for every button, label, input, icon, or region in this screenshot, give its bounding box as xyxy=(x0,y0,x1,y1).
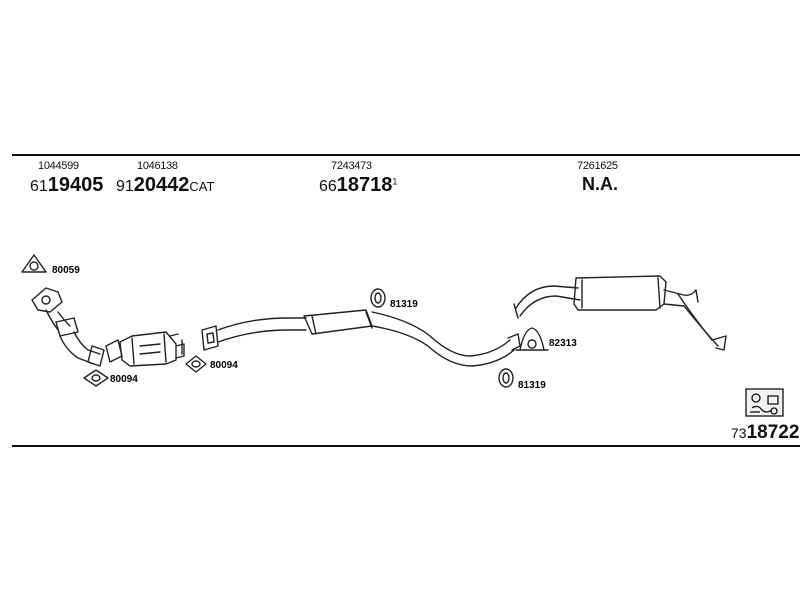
part-code-4-na: N.A. xyxy=(582,174,618,194)
kit-code: 7318722 xyxy=(731,422,799,444)
ref-number-4: 7261625 xyxy=(577,160,618,172)
rear-muffler-icon xyxy=(513,275,727,351)
label-hanger-upper: 81319 xyxy=(390,299,418,310)
label-gasket-left: 80094 xyxy=(110,374,138,385)
kit-code-main: 18722 xyxy=(746,422,800,443)
catalytic-converter-icon xyxy=(105,331,185,367)
label-clamp: 82313 xyxy=(549,338,577,349)
part-code-3-main: 18718 xyxy=(336,174,393,196)
front-pipe-icon xyxy=(31,287,105,367)
part-code-1-main: 19405 xyxy=(47,174,104,196)
label-hanger-lower: 81319 xyxy=(518,380,546,391)
top-rule xyxy=(12,154,800,156)
part-code-1: 6119405 xyxy=(30,174,103,197)
kit-code-prefix: 73 xyxy=(731,425,747,441)
part-code-2-main: 20442 xyxy=(133,174,190,196)
ref-number-1: 1044599 xyxy=(38,160,79,172)
label-gasket-top: 80059 xyxy=(52,265,80,276)
part-code-3-prefix: 66 xyxy=(319,178,337,195)
gasket-triangle-icon xyxy=(21,254,47,273)
part-code-3-sup: 1 xyxy=(392,176,398,187)
part-code-2: 9120442CAT xyxy=(116,174,214,197)
part-code-1-prefix: 61 xyxy=(30,178,48,195)
clamp-icon xyxy=(515,327,549,351)
hanger-upper-icon xyxy=(370,288,386,308)
bottom-rule xyxy=(12,445,800,447)
part-code-2-suffix: CAT xyxy=(189,179,215,194)
ref-number-2: 1046138 xyxy=(137,160,178,172)
hanger-lower-icon xyxy=(498,368,514,388)
middle-pipe-icon xyxy=(201,309,521,367)
part-code-3: 66187181 xyxy=(319,174,397,197)
part-code-2-prefix: 91 xyxy=(116,178,134,195)
gasket-diamond-left-icon xyxy=(83,369,109,387)
gasket-diamond-mid-icon xyxy=(185,355,207,373)
label-gasket-mid: 80094 xyxy=(210,360,238,371)
fitting-kit-icon xyxy=(745,388,784,417)
ref-number-3: 7243473 xyxy=(331,160,372,172)
